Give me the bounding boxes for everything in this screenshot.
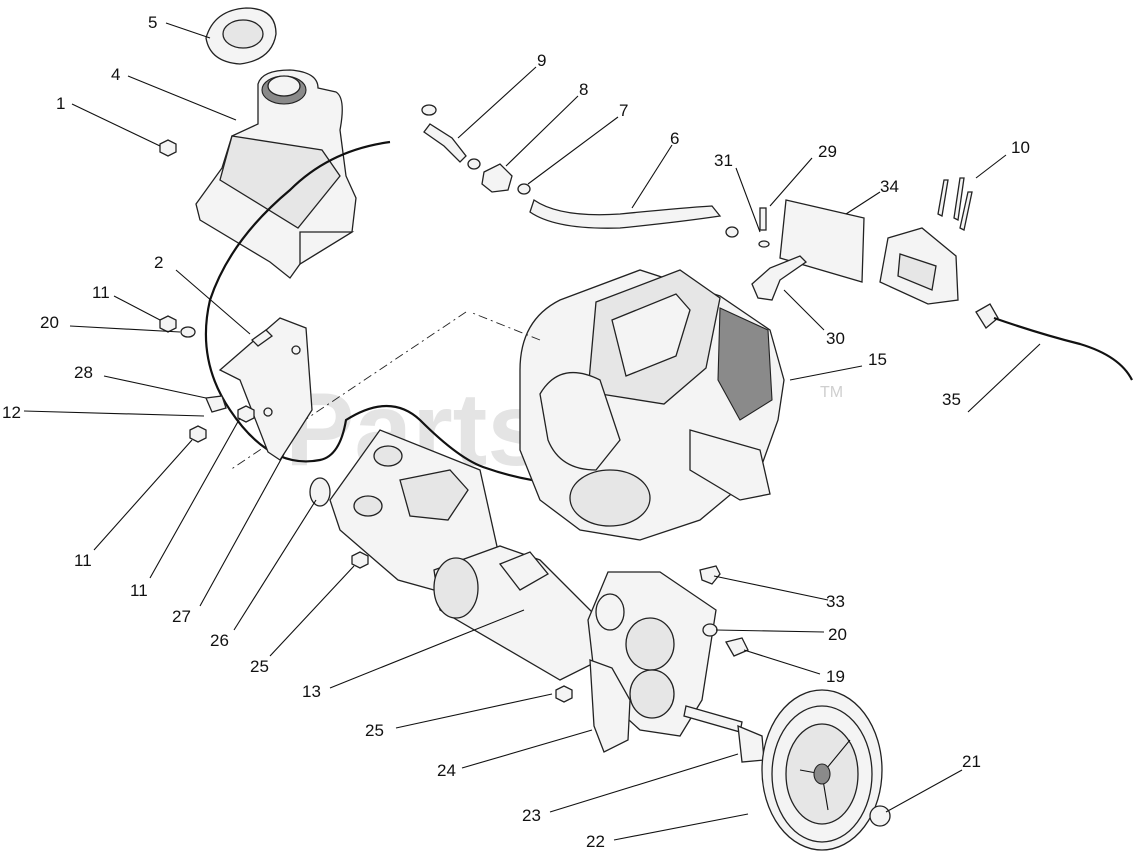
tank-nut — [159, 139, 177, 157]
callout-25a: 25 — [250, 657, 269, 676]
axle-shaft — [683, 705, 743, 733]
bushing-26 — [309, 477, 331, 507]
handle-bracket — [218, 317, 313, 461]
primer-washer — [758, 240, 770, 248]
callout-28: 28 — [74, 363, 93, 382]
washer-20b — [702, 623, 718, 637]
nut-25a — [351, 551, 369, 569]
fuel-hose-long — [529, 198, 722, 229]
callout-labels: 5 4 1 9 8 7 6 31 29 10 34 2 11 20 30 15 … — [2, 13, 1030, 851]
callout-15: 15 — [868, 350, 887, 369]
wheel-spacer — [737, 724, 765, 763]
callout-20a: 20 — [40, 313, 59, 332]
callout-35: 35 — [942, 390, 961, 409]
callout-9: 9 — [537, 51, 546, 70]
callout-4: 4 — [111, 65, 120, 84]
callout-27: 27 — [172, 607, 191, 626]
callout-13: 13 — [302, 682, 321, 701]
fuel-clamp-small — [467, 158, 481, 170]
fuel-clamp — [517, 183, 531, 195]
bracket-bolt — [250, 329, 274, 347]
nut-11c — [237, 405, 255, 423]
callout-5: 5 — [148, 13, 157, 32]
power-cord — [975, 303, 1133, 381]
lower-bracket — [589, 659, 631, 753]
callout-25b: 25 — [365, 721, 384, 740]
fuel-tank — [195, 69, 357, 279]
callout-19: 19 — [826, 667, 845, 686]
callout-12: 12 — [2, 403, 21, 422]
fuel-line-clamp — [421, 104, 437, 116]
primer-screw — [759, 207, 767, 231]
callout-7: 7 — [619, 101, 628, 120]
callout-34: 34 — [880, 177, 899, 196]
fuel-hose-short — [423, 123, 467, 163]
fuel-cap — [205, 7, 277, 65]
callout-30: 30 — [826, 329, 845, 348]
primer-assembly — [751, 255, 808, 301]
callout-21: 21 — [962, 752, 981, 771]
watermark-trademark: TM — [820, 384, 843, 401]
nut-25b — [555, 685, 573, 703]
callout-31: 31 — [714, 151, 733, 170]
callout-10: 10 — [1011, 138, 1030, 157]
leader-lines — [23, 22, 1041, 841]
nut-11a — [159, 315, 177, 333]
callout-11b: 11 — [74, 551, 92, 570]
nut-11b — [189, 425, 207, 443]
fuel-clamp-engine — [725, 226, 739, 238]
callout-11c: 11 — [130, 581, 148, 600]
bolt-33 — [699, 565, 721, 585]
callout-23: 23 — [522, 806, 541, 825]
bolt-19 — [725, 637, 749, 657]
wire-harness — [204, 140, 561, 486]
callout-24: 24 — [437, 761, 456, 780]
callout-29: 29 — [818, 142, 837, 161]
callout-22: 22 — [586, 832, 605, 851]
starter-box — [879, 227, 959, 305]
wheel-nut — [869, 805, 891, 827]
starter-screws — [937, 177, 973, 231]
mount-centerline — [469, 311, 541, 341]
callout-2: 2 — [154, 253, 163, 272]
callout-1: 1 — [56, 94, 65, 113]
wire-clip — [205, 395, 227, 413]
callout-33: 33 — [826, 592, 845, 611]
callout-8: 8 — [579, 80, 588, 99]
fuel-filter — [481, 163, 513, 193]
wheel — [761, 689, 883, 851]
callout-11a: 11 — [92, 283, 110, 302]
callout-6: 6 — [670, 129, 679, 148]
callout-20b: 20 — [828, 625, 847, 644]
callout-26: 26 — [210, 631, 229, 650]
engine — [519, 269, 785, 541]
washer-20a — [180, 326, 196, 338]
